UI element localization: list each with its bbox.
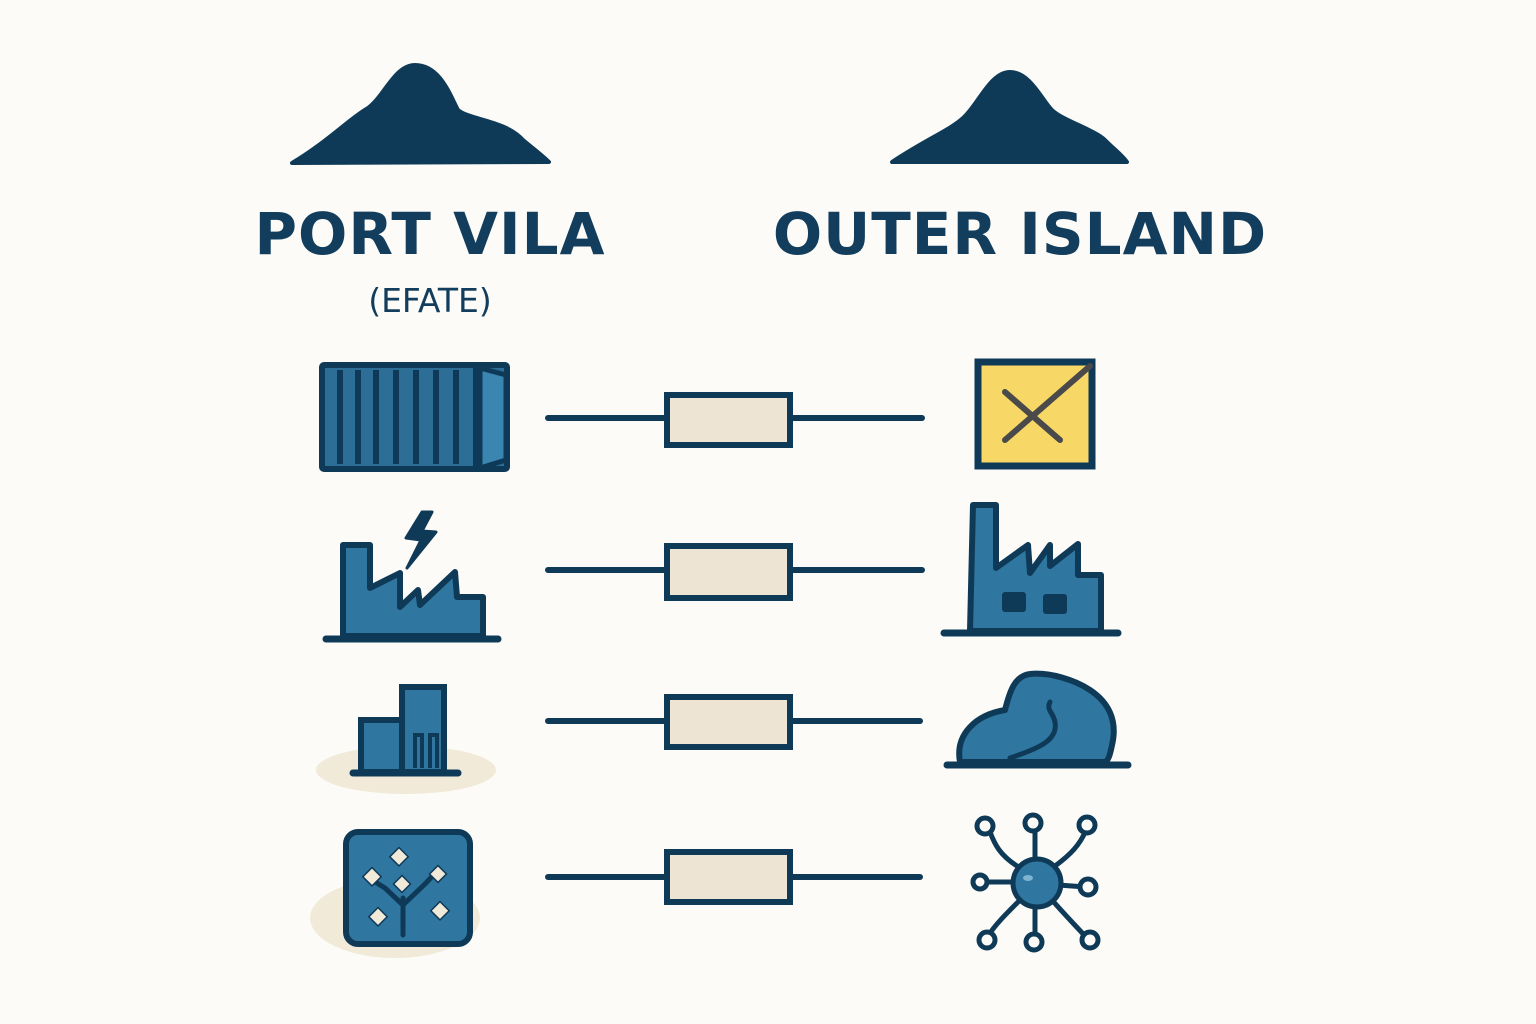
mountain-right-icon [890, 70, 1129, 164]
shipping-container-icon [319, 362, 510, 472]
link-connector [545, 392, 925, 448]
link-connector [545, 694, 923, 750]
powered-factory-icon [322, 510, 502, 643]
buildings-icon [316, 684, 496, 794]
circuit-board-icon [310, 829, 480, 958]
factory-icon [940, 502, 1122, 637]
efate-subtitle: (EFATE) [368, 281, 492, 320]
port-vila-title: PORT VILA [254, 200, 606, 268]
mountain-left-icon [290, 63, 551, 165]
crossed-out-box-icon [974, 358, 1096, 470]
outer-island-title: OUTER ISLAND [772, 200, 1268, 268]
link-connector [545, 849, 923, 905]
link-connector [545, 543, 925, 601]
lightning-icon [404, 510, 438, 570]
island-rock-icon [943, 670, 1132, 769]
network-hub-icon [970, 812, 1101, 953]
